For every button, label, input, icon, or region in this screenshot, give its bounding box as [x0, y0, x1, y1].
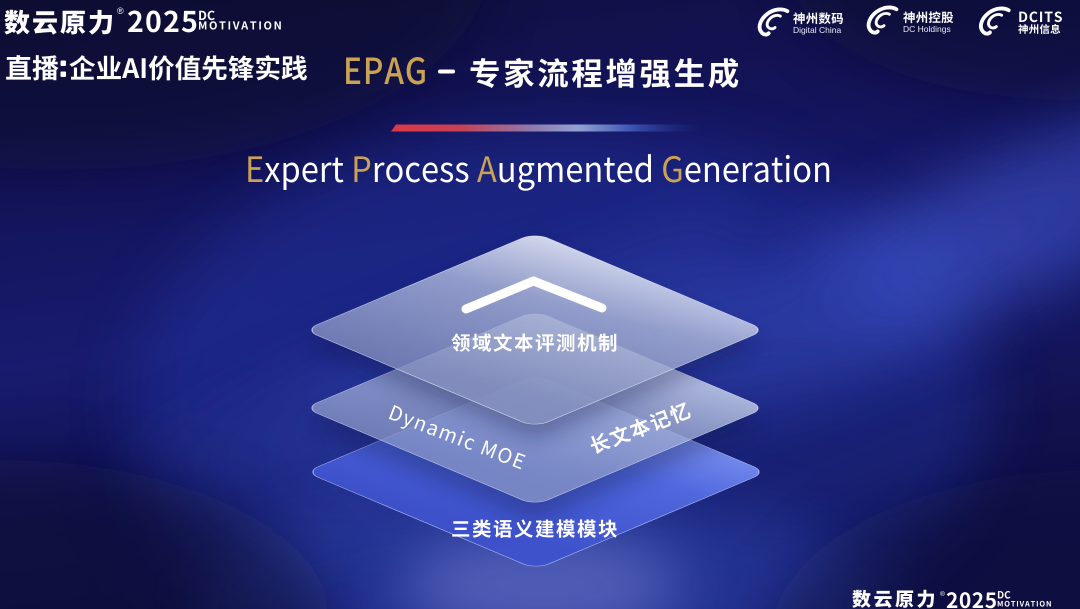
svg-text:®: ® — [940, 590, 945, 598]
svg-text:Digital China: Digital China — [793, 25, 841, 35]
svg-text:®: ® — [117, 6, 124, 16]
svg-text:DC Holdings: DC Holdings — [903, 24, 951, 34]
